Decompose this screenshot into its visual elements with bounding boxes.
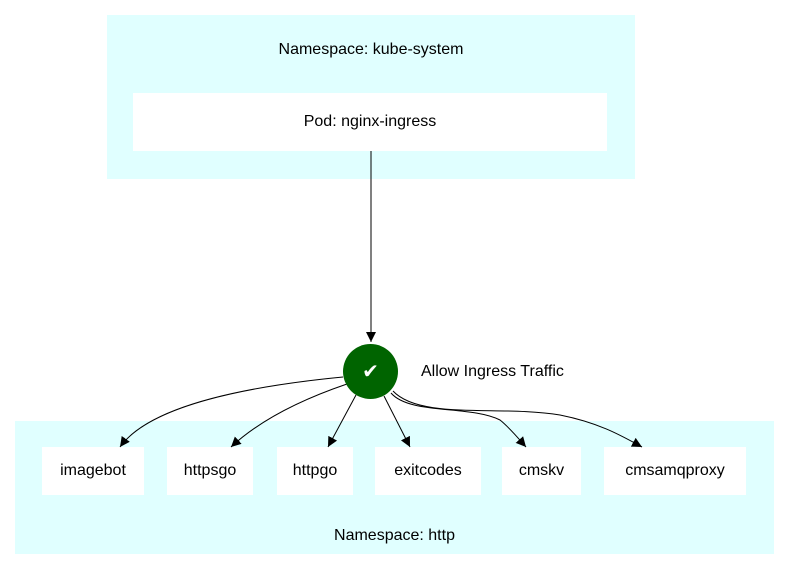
edge-policy-to-cmsamqproxy (392, 390, 643, 448)
policy-label: Allow Ingress Traffic (421, 363, 564, 380)
service-node-exitcodes: exitcodes (375, 447, 481, 495)
pod-nginx-ingress-node: Pod: nginx-ingress (133, 93, 607, 151)
edge-policy-to-httpgo (327, 394, 357, 448)
edge-policy-to-exitcodes (383, 395, 411, 448)
namespace-http-label: Namespace: http (334, 527, 455, 544)
edge-policy-to-imagebot (119, 376, 344, 448)
service-node-cmskv: cmskv (502, 447, 581, 495)
policy-node: ✔ (343, 344, 398, 399)
service-node-httpsgo: httpsgo (167, 447, 253, 495)
service-node-imagebot: imagebot (42, 447, 144, 495)
check-icon: ✔ (362, 360, 379, 383)
service-node-httpgo: httpgo (277, 447, 353, 495)
service-node-cmsamqproxy: cmsamqproxy (604, 447, 746, 495)
edge-policy-to-cmskv (390, 392, 527, 448)
namespace-kube-system-label: Namespace: kube-system (278, 41, 464, 58)
edge-policy-to-httpsgo (230, 383, 348, 448)
